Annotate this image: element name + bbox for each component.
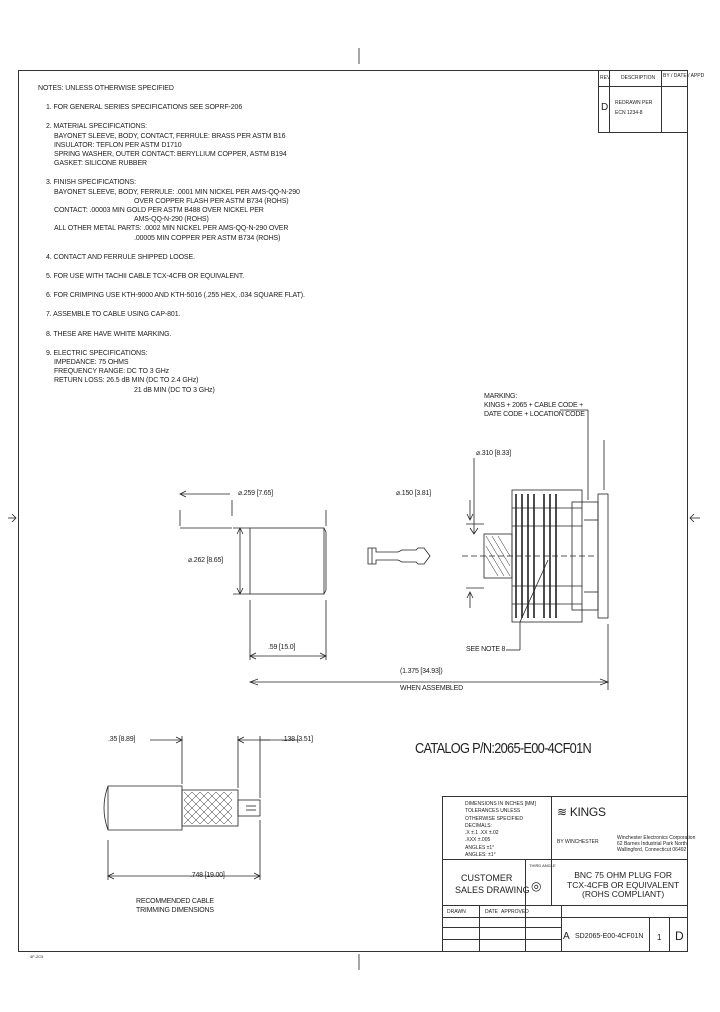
part-title: BNC 75 OHM PLUG FOR TCX-4CFB OR EQUIVALE… <box>567 870 680 899</box>
tolerance-line: TOLERANCES UNLESS <box>465 808 521 815</box>
tolerance-notes: DIMENSIONS IN INCHES [MM]TOLERANCES UNLE… <box>465 801 536 859</box>
dim-150: ⌀.150 [3.81] <box>396 490 431 497</box>
tolerance-line: ANGLES: ±1° <box>465 852 496 859</box>
note-subline: BAYONET SLEEVE, BODY, FERRULE: .0001 MIN… <box>54 188 300 196</box>
customer-label: CUSTOMER <box>461 873 513 883</box>
note-text: 4. CONTACT AND FERRULE SHIPPED LOOSE. <box>46 253 195 261</box>
rev-desc-2: ECN 1234-8 <box>615 110 643 116</box>
trim-dim-bottom: .748 [19.00] <box>190 872 225 879</box>
note-item: 6. FOR CRIMPING USE KTH-9000 AND KTH-501… <box>38 291 338 300</box>
winchester-label: BY WINCHESTER <box>557 839 599 845</box>
dim-1375: (1.375 [34.93]) <box>400 668 443 675</box>
trim-dim-left: .35 [8.89] <box>108 736 136 743</box>
size-label: A <box>563 931 570 942</box>
note-item: 7. ASSEMBLE TO CABLE USING CAP-801. <box>38 310 338 319</box>
notes-list: 1. FOR GENERAL SERIES SPECIFICATIONS SEE… <box>38 103 338 395</box>
notes-block: NOTES: UNLESS OTHERWISE SPECIFIED 1. FOR… <box>38 84 338 395</box>
note-subline: AMS-QQ-N-290 (ROHS) <box>134 216 209 224</box>
note-subline: IMPEDANCE: 75 OHMS <box>54 359 129 367</box>
note-item: 8. THESE ARE HAVE WHITE MARKING. <box>38 330 338 339</box>
dim-259: ⌀.259 [7.65] <box>238 490 273 497</box>
note-subline: GASKET: SILICONE RUBBER <box>54 160 148 168</box>
assembled-length-dim <box>248 624 610 690</box>
approved-label: APPROVED <box>501 909 529 915</box>
projection-icon: ◎ <box>531 879 542 893</box>
company-address: Winchester Electronics Corporation 62 Ba… <box>617 835 696 853</box>
note-text: 1. FOR GENERAL SERIES SPECIFICATIONS SEE… <box>46 104 243 112</box>
trim-dim-right: .138 [3.51] <box>282 736 313 743</box>
cable-trim-drawing <box>103 736 300 880</box>
note-item: 1. FOR GENERAL SERIES SPECIFICATIONS SEE… <box>38 103 338 112</box>
note-subline: CONTACT: .00003 MIN GOLD PER ASTM B488 O… <box>54 207 264 215</box>
side-note: 4F-2C5 <box>30 954 44 959</box>
note-item: 3. FINISH SPECIFICATIONS:BAYONET SLEEVE,… <box>38 178 338 242</box>
note-item: 5. FOR USE WITH TACHII CABLE TCX-4CFB OR… <box>38 272 338 281</box>
note-subline: INSULATOR: TEFLON PER ASTM D1710 <box>54 141 182 149</box>
trim-caption: RECOMMENDED CABLE TRIMMING DIMENSIONS <box>136 898 214 914</box>
note-subline: 21 dB MIN (DC TO 3 GHz) <box>134 386 215 394</box>
marking-label: MARKING: KINGS + 2065 + CABLE CODE + DAT… <box>484 393 585 418</box>
contact-pin <box>367 547 431 565</box>
center-marks <box>8 48 700 970</box>
note-subline: SPRING WASHER, OUTER CONTACT: BERYLLIUM … <box>54 151 287 159</box>
note-text: 6. FOR CRIMPING USE KTH-9000 AND KTH-501… <box>46 292 305 300</box>
dim-59: .59 [15.0] <box>268 644 296 651</box>
when-assembled: WHEN ASSEMBLED <box>400 685 463 692</box>
tolerance-line: ANGLES ±1° <box>465 844 495 851</box>
sheet-number: 1 <box>657 933 662 942</box>
note-subline: BAYONET SLEEVE, BODY, CONTACT, FERRULE: … <box>54 132 286 140</box>
note-subline: RETURN LOSS: 26.5 dB MIN (DC TO 2.4 GHz) <box>54 377 199 385</box>
projection-label: THIRD ANGLE <box>529 863 556 868</box>
dim-262: ⌀.262 [8.65] <box>188 557 223 564</box>
tolerance-line: DECIMALS: <box>465 822 492 829</box>
date-label: DATE <box>485 909 498 915</box>
tolerance-line: OTHERWISE SPECIFIED <box>465 815 523 822</box>
tolerance-line: .X ±.1 .XX ±.02 <box>465 830 499 837</box>
see-note: SEE NOTE 8 <box>466 646 506 653</box>
connector-body <box>462 409 609 651</box>
drawing-number: SD2065-E00-4CF01N <box>575 933 644 940</box>
note-subline: OVER COPPER FLASH PER ASTM B734 (ROHS) <box>134 197 289 205</box>
drawn-label: DRAWN <box>447 909 466 915</box>
revision-letter: D <box>675 929 684 943</box>
note-text: 2. MATERIAL SPECIFICATIONS: <box>46 123 148 131</box>
drawing-border <box>18 70 688 952</box>
note-item: 4. CONTACT AND FERRULE SHIPPED LOOSE. <box>38 253 338 262</box>
rev-letter: D <box>601 102 609 113</box>
notes-heading: NOTES: UNLESS OTHERWISE SPECIFIED <box>38 85 174 92</box>
title-block: DIMENSIONS IN INCHES [MM]TOLERANCES UNLE… <box>442 796 695 951</box>
note-text: 3. FINISH SPECIFICATIONS: <box>46 179 136 187</box>
catalog-number: CATALOG P/N:2065-E00-4CF01N <box>415 740 592 757</box>
note-subline: .00005 MIN COPPER PER ASTM B734 (ROHS) <box>134 234 281 242</box>
note-text: 5. FOR USE WITH TACHII CABLE TCX-4CFB OR… <box>46 273 245 281</box>
dim-310: ⌀.310 [8.33] <box>476 450 511 457</box>
revision-block: REV DESCRIPTION BY / DATE / APPD D REDRA… <box>598 70 704 133</box>
brand-logo: ≋ KINGS <box>557 805 606 819</box>
note-text: 8. THESE ARE HAVE WHITE MARKING. <box>46 330 172 338</box>
note-item: 9. ELECTRIC SPECIFICATIONS: IMPEDANCE: 75… <box>38 349 338 395</box>
note-text: 7. ASSEMBLE TO CABLE USING CAP-801. <box>46 311 181 319</box>
note-subline: ALL OTHER METAL PARTS: .0002 MIN NICKEL … <box>54 225 289 233</box>
kings-logo-icon: ≋ <box>557 805 567 819</box>
tolerance-line: .XXX ±.005 <box>465 837 491 844</box>
ferrule-part <box>179 490 327 660</box>
rev-desc-1: REDRAWN PER <box>615 100 653 106</box>
tolerance-line: DIMENSIONS IN INCHES [MM] <box>465 801 536 807</box>
rev-by-label: BY / DATE / APPD <box>663 73 705 79</box>
note-subline: FREQUENCY RANGE: DC TO 3 GHz <box>54 368 170 376</box>
note-item: 2. MATERIAL SPECIFICATIONS:BAYONET SLEEV… <box>38 122 338 168</box>
sales-drawing-label: SALES DRAWING <box>455 885 530 895</box>
rev-desc-label: DESCRIPTION <box>621 75 656 81</box>
note-text: 9. ELECTRIC SPECIFICATIONS: <box>46 349 148 357</box>
rev-col-label: REV <box>600 75 611 81</box>
